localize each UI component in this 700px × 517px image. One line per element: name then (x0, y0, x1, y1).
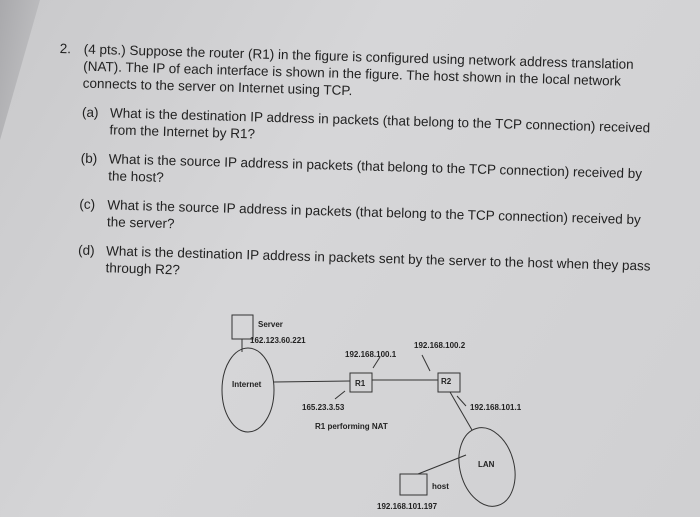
r1-box (349, 372, 373, 393)
lan-host-link (417, 454, 467, 475)
r2-box (437, 372, 461, 393)
host-label: host (432, 482, 449, 491)
r2-lan-ip: 192.168.101.1 (470, 403, 522, 412)
internet-r1-link (273, 380, 351, 383)
arrow-r2-lan (456, 395, 467, 407)
arrow-r1-outside (334, 390, 346, 400)
r2-label: R2 (441, 377, 452, 386)
r2-left-ip: 192.168.100.2 (414, 341, 466, 350)
nat-caption: R1 performing NAT (315, 422, 388, 431)
r2-lan-link (449, 391, 473, 431)
arrow-r2-left (421, 354, 431, 372)
host-box (399, 473, 428, 496)
arrow-r1-inside (372, 356, 381, 369)
host-ip: 192.168.101.197 (377, 502, 438, 511)
r1-label: R1 (355, 379, 366, 388)
lan-cloud (458, 427, 516, 507)
internet-cloud (221, 347, 275, 433)
r1-outside-ip: 165.23.3.53 (302, 403, 345, 412)
lan-label: LAN (478, 460, 495, 469)
server-label: Server (258, 320, 283, 329)
r1-inside-ip: 192.168.100.1 (345, 350, 397, 359)
server-ip: 162.123.60.221 (250, 336, 306, 345)
internet-label: Internet (232, 380, 262, 389)
